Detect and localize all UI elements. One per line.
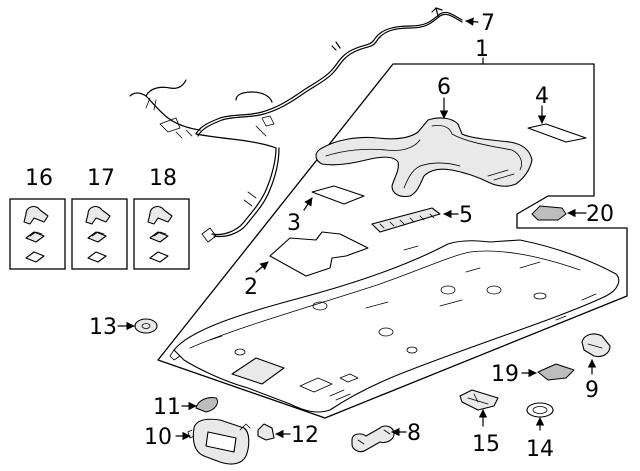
callout-1: 1 [475,37,489,62]
callout-5: 5 [459,203,473,228]
sunvisor-10 [187,418,251,465]
callout-17: 17 [87,166,115,191]
pad-3 [311,185,365,205]
callout-11: 11 [153,395,181,420]
pad-2 [269,231,369,277]
bracket-20 [531,205,567,221]
callout-4: 4 [535,84,549,109]
callout-3: 3 [287,211,301,236]
callout-16: 16 [25,166,53,191]
clip-12 [257,423,275,441]
lamp-15 [459,389,499,411]
callout-20: 20 [586,202,614,227]
clip-13 [134,318,158,334]
headliner [169,239,620,413]
clip-kit-16 [9,198,66,270]
callout-9: 9 [585,378,599,403]
clip-kit-18 [133,198,190,270]
clip-kit-17 [71,198,128,270]
callout-18: 18 [149,166,177,191]
strip-5 [371,207,441,233]
callout-19: 19 [491,362,519,387]
pad-4 [527,123,587,143]
grab-handle-8 [351,425,395,453]
callout-7: 7 [481,11,495,36]
cap-14 [526,402,554,418]
callout-6: 6 [437,75,451,100]
callout-8: 8 [407,421,421,446]
callout-15: 15 [472,432,500,457]
callout-13: 13 [89,315,117,340]
cover-9 [581,333,611,358]
callout-12: 12 [291,423,319,448]
wiring-harness [129,7,463,243]
callout-2: 2 [244,275,258,300]
headliner-reinforcement-frame [315,117,533,198]
bracket-19 [537,363,575,381]
visor-clip-11 [195,397,219,413]
callout-14: 14 [526,437,554,462]
callout-10: 10 [144,425,172,450]
